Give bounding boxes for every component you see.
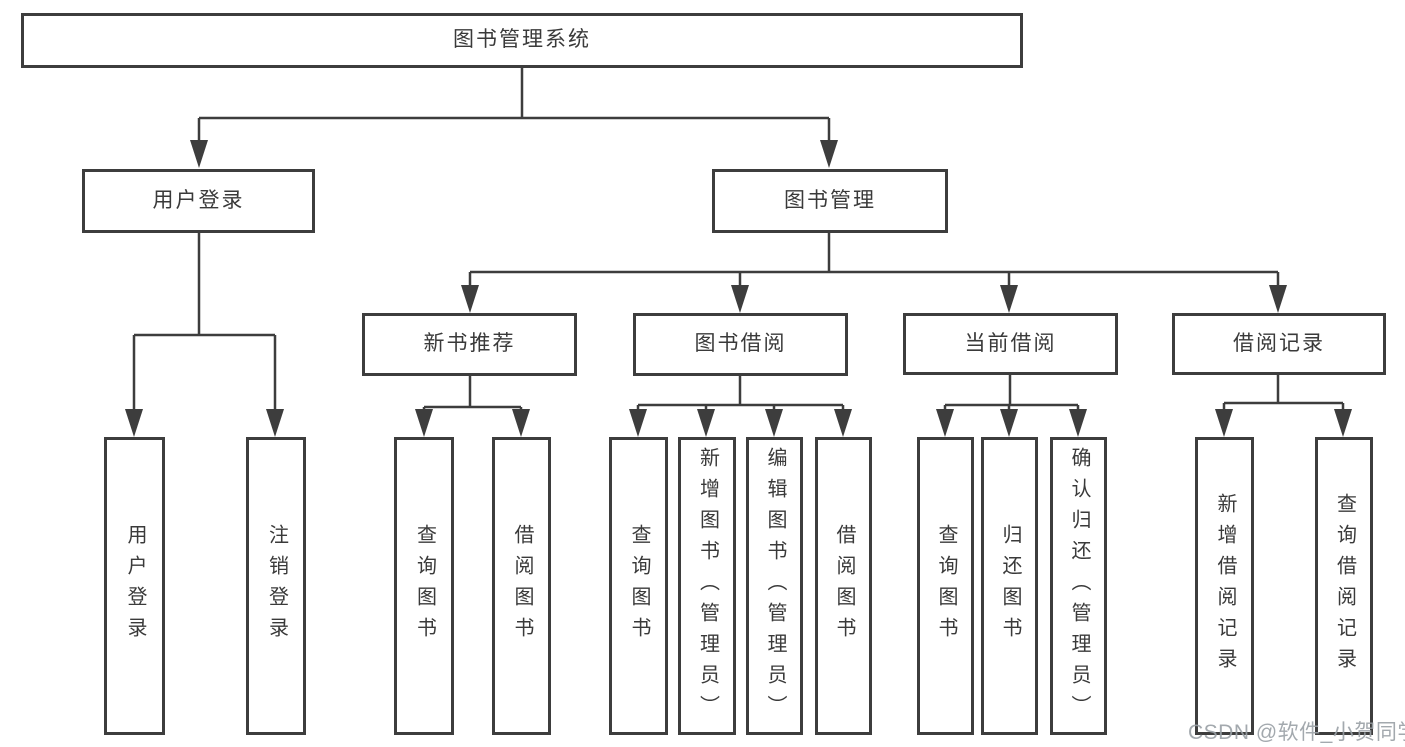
node-new-book-recommend: 新书推荐 (362, 313, 577, 376)
node-user-login: 用户登录 (82, 169, 315, 233)
leaf-current-query-books: 查询图书 (917, 437, 974, 735)
leaf-borrowing-edit-books-admin: 编辑图书（管理员） (746, 437, 803, 735)
leaf-user-login: 用户登录 (104, 437, 165, 735)
node-book-management: 图书管理 (712, 169, 948, 233)
node-borrow-records: 借阅记录 (1172, 313, 1386, 375)
leaf-records-add-record: 新增借阅记录 (1195, 437, 1254, 735)
node-current-borrowing: 当前借阅 (903, 313, 1118, 375)
leaf-newrec-query-books: 查询图书 (394, 437, 454, 735)
leaf-borrowing-add-books-admin: 新增图书（管理员） (678, 437, 736, 735)
leaf-newrec-borrow-books: 借阅图书 (492, 437, 551, 735)
leaf-current-return-books: 归还图书 (981, 437, 1038, 735)
node-library-system: 图书管理系统 (21, 13, 1023, 68)
leaf-borrowing-query-books: 查询图书 (609, 437, 668, 735)
leaf-borrowing-borrow-books: 借阅图书 (815, 437, 872, 735)
leaf-records-query-record: 查询借阅记录 (1315, 437, 1373, 735)
watermark: CSDN @软件_小贺同学 (1188, 721, 1405, 744)
leaf-logout: 注销登录 (246, 437, 306, 735)
arrowheads (125, 140, 1352, 437)
node-book-borrowing: 图书借阅 (633, 313, 848, 376)
leaf-current-confirm-return-admin: 确认归还（管理员） (1050, 437, 1107, 735)
